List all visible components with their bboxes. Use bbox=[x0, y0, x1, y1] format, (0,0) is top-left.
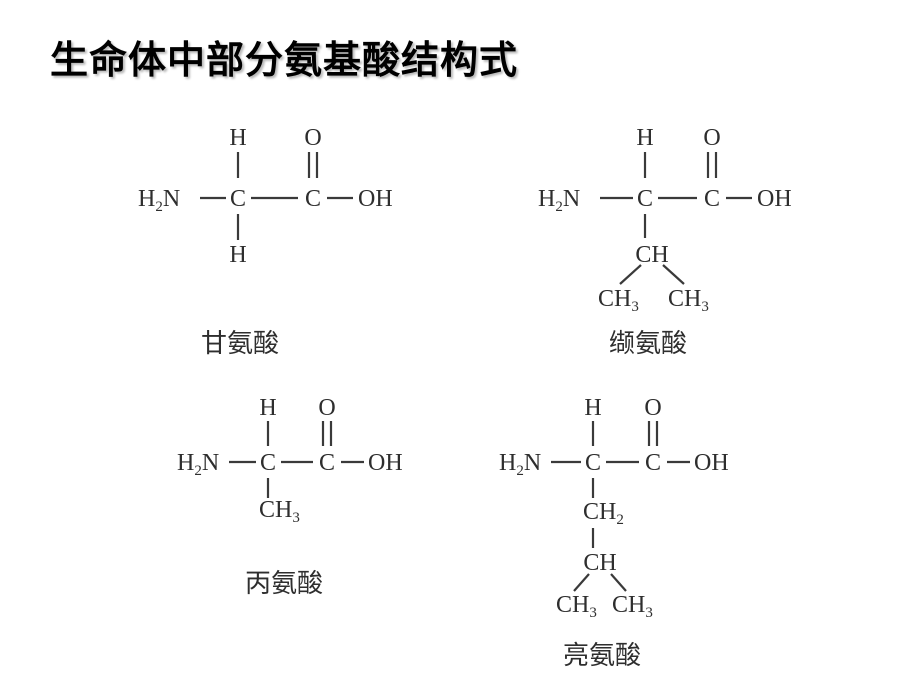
atom-alpha-c: C bbox=[260, 450, 276, 476]
atom-carbonyl-c: C bbox=[319, 450, 335, 476]
valine-structure: H O H2N C C OH CH CH3 CH3 缬氨酸 bbox=[538, 125, 792, 359]
methylene: CH2 bbox=[583, 499, 624, 528]
atom-ch: CH bbox=[583, 550, 616, 576]
atom-alpha-c: C bbox=[637, 186, 653, 212]
page-title: 生命体中部分氨基酸结构式 bbox=[50, 38, 519, 82]
atom-carbonyl-c: C bbox=[305, 186, 321, 212]
atom-alpha-c: C bbox=[585, 450, 601, 476]
methyl-right: CH3 bbox=[612, 592, 653, 621]
methyl-left: CH3 bbox=[556, 592, 597, 621]
bond-branch-right bbox=[662, 264, 685, 285]
methyl-left: CH3 bbox=[598, 286, 639, 315]
methyl: CH3 bbox=[259, 497, 300, 526]
atom-alpha-h: H bbox=[229, 125, 246, 151]
atom-carbonyl-o: O bbox=[644, 395, 661, 421]
structure-name: 丙氨酸 bbox=[245, 569, 323, 599]
atom-alpha-h: H bbox=[259, 395, 276, 421]
structure-name: 甘氨酸 bbox=[201, 329, 279, 359]
atom-alpha-h: H bbox=[636, 125, 653, 151]
leucine-structure: H O H2N C C OH CH2 CH CH3 CH3 亮氨酸 bbox=[499, 395, 729, 671]
bond-branch-left bbox=[573, 573, 590, 592]
alanine-structure: H O H2N C C OH CH3 丙氨酸 bbox=[177, 395, 403, 599]
atom-ch: CH bbox=[635, 242, 668, 268]
hydroxyl-group: OH bbox=[694, 450, 729, 476]
amino-group: H2N bbox=[499, 450, 541, 479]
structure-name: 缬氨酸 bbox=[609, 329, 687, 359]
atom-alpha-c: C bbox=[230, 186, 246, 212]
amino-group: H2N bbox=[538, 186, 580, 215]
amino-group: H2N bbox=[177, 450, 219, 479]
amino-group: H2N bbox=[138, 186, 180, 215]
glycine-structure: H O H2N C C OH H 甘氨酸 bbox=[138, 125, 393, 359]
atom-carbonyl-o: O bbox=[318, 395, 335, 421]
atom-carbonyl-o: O bbox=[703, 125, 720, 151]
hydroxyl-group: OH bbox=[358, 186, 393, 212]
atom-side-h: H bbox=[229, 242, 246, 268]
bond-branch-left bbox=[619, 264, 642, 285]
atom-carbonyl-o: O bbox=[304, 125, 321, 151]
atom-alpha-h: H bbox=[584, 395, 601, 421]
atom-carbonyl-c: C bbox=[645, 450, 661, 476]
atom-carbonyl-c: C bbox=[704, 186, 720, 212]
bond-branch-right bbox=[610, 573, 627, 592]
hydroxyl-group: OH bbox=[757, 186, 792, 212]
structure-name: 亮氨酸 bbox=[563, 641, 641, 671]
hydroxyl-group: OH bbox=[368, 450, 403, 476]
methyl-right: CH3 bbox=[668, 286, 709, 315]
